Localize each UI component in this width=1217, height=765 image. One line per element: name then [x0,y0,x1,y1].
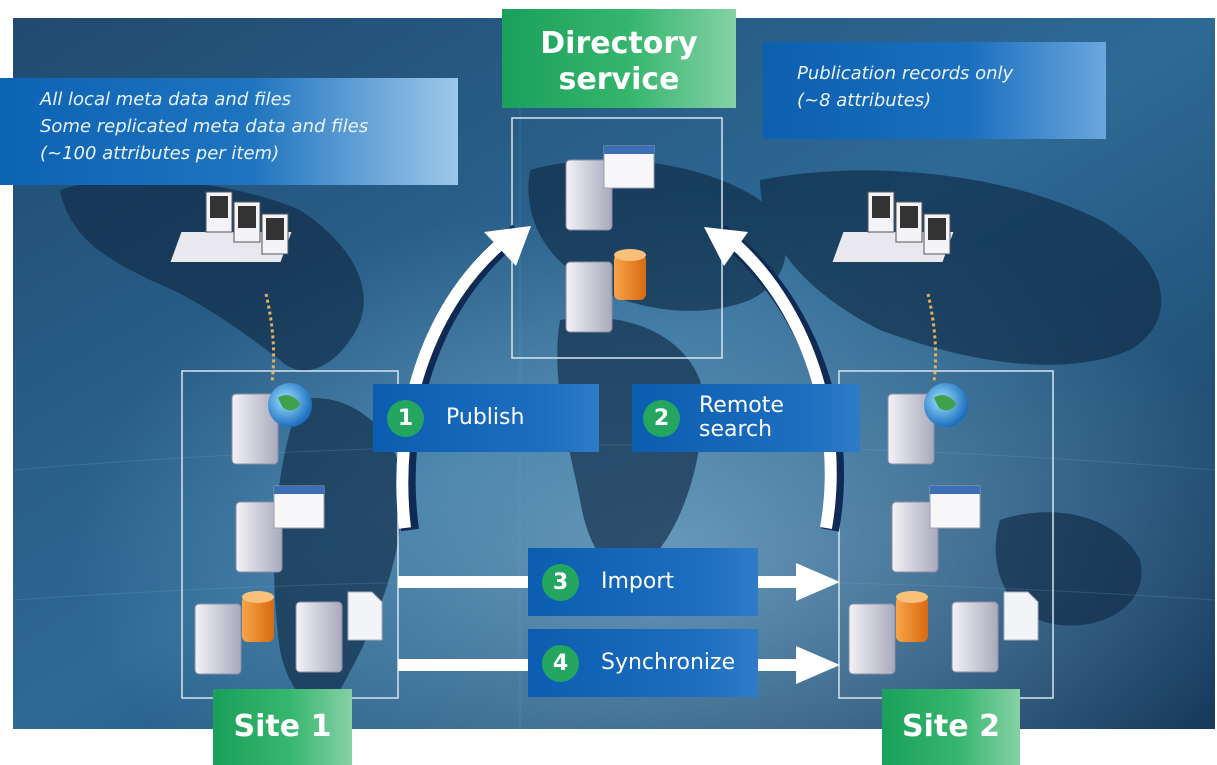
step-publish: 1 Publish [373,384,599,452]
directory-service-title: Directory service [502,9,736,108]
site1-web-server-icon [231,383,312,465]
remote-search-curved-arrow [704,224,845,532]
publish-curved-arrow [396,224,531,532]
workstation-icon [832,191,954,262]
step-synchronize: 4 Synchronize [528,629,758,697]
step-label-line2: search [699,417,773,442]
site1-database-server-icon [194,591,274,675]
site2-file-server-icon [951,591,1039,673]
workstation-icon [170,191,292,262]
step-number-badge: 1 [387,399,424,437]
step-remote-search: 2 Remote search [632,384,860,452]
note-left-line1: All local meta data and files [40,89,292,110]
step-label-line1: Remote [699,393,784,418]
import-arrow [398,563,840,601]
site1-label: Site 1 [213,689,352,765]
note-right-line2: (~8 attributes) [797,90,932,111]
step-import: 3 Import [528,548,758,616]
step-number-badge: 2 [643,399,680,437]
site2-web-server-icon [887,383,968,465]
step-label: Publish [446,405,525,430]
publication-records-note: Publication records only (~8 attributes) [763,42,1106,139]
site1-app-server-icon [235,485,325,573]
site1-file-server-icon [295,591,383,673]
directory-app-server-icon [565,145,655,231]
site2-label: Site 2 [882,689,1020,765]
step-label: Synchronize [601,650,736,675]
synchronize-arrow [398,646,840,684]
step-number-badge: 3 [542,563,579,601]
step-number-badge: 4 [542,644,579,682]
note-left-line2: Some replicated meta data and files [40,116,369,137]
site2-app-server-icon [891,485,981,573]
directory-title-line1: Directory [540,26,698,61]
note-right-line1: Publication records only [797,63,1014,84]
directory-title-line2: service [558,62,680,97]
directory-database-server-icon [565,249,646,333]
note-left-line3: (~100 attributes per item) [40,143,280,164]
step-label: Import [601,569,675,594]
site2-database-server-icon [848,591,928,675]
step-label: Remote search [699,394,784,442]
local-metadata-note: All local meta data and files Some repli… [0,78,458,185]
